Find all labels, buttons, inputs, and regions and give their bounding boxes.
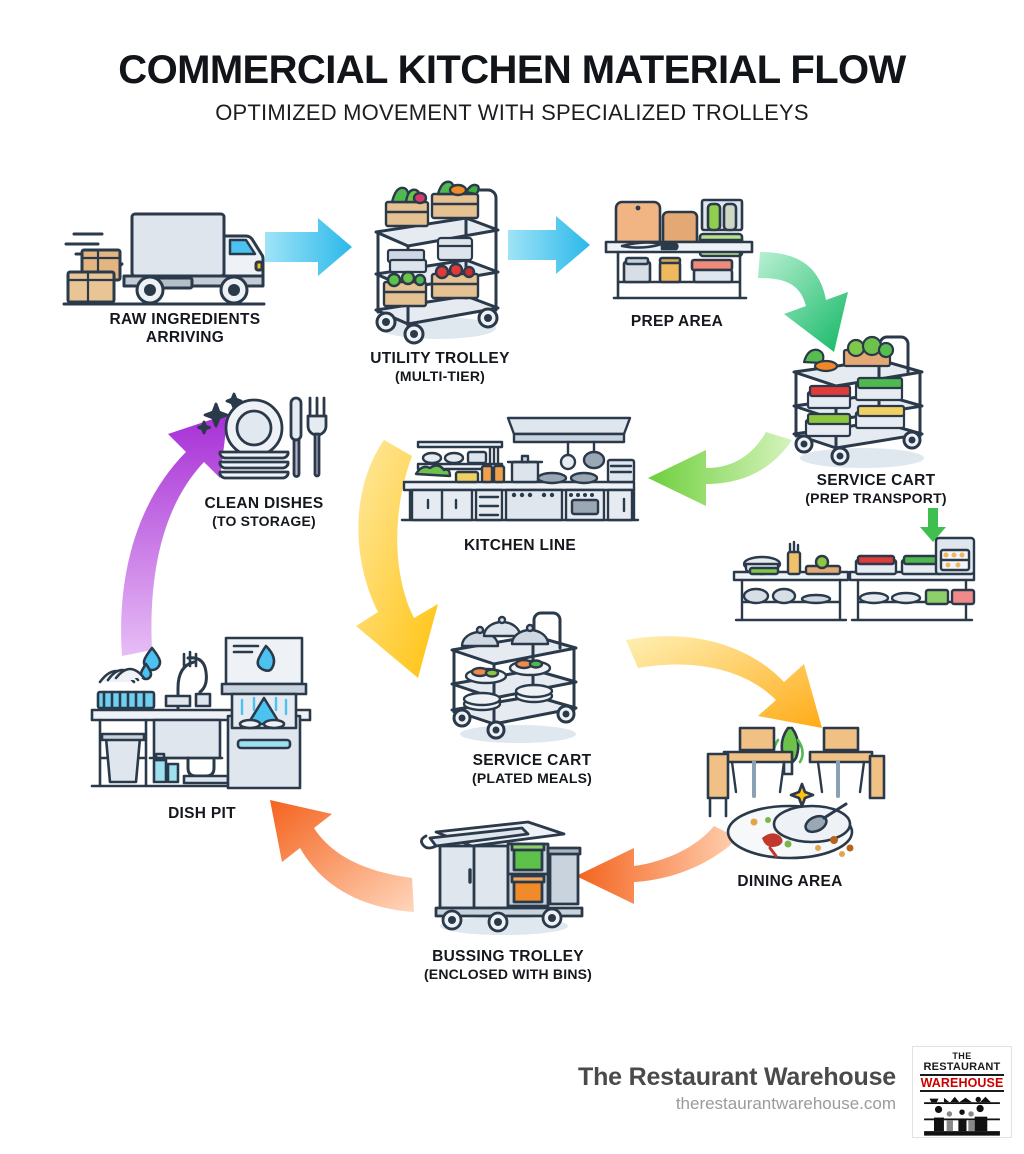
service-cart-plated-illustration: [438, 606, 598, 746]
page-subtitle: OPTIMIZED MOVEMENT WITH SPECIALIZED TROL…: [215, 100, 809, 125]
arrow-line-to-plated-cart: [356, 440, 438, 678]
label-prep-area: PREP AREA: [630, 313, 724, 330]
arrow-trolley-to-prep: [508, 216, 590, 274]
arrow-station-down: [920, 508, 946, 542]
logo-line-restaurant: RESTAURANT: [923, 1061, 1001, 1073]
label-service-cart-prep: SERVICE CART (PREP TRANSPORT): [805, 472, 947, 507]
logo-scene-icon: [922, 1095, 1002, 1137]
brand-logo: THE RESTAURANT WAREHOUSE: [912, 1046, 1012, 1138]
label-dining-area: DINING AREA: [737, 873, 843, 890]
bussing-trolley-illustration: [418, 812, 590, 936]
label-clean-dishes: CLEAN DISHES (TO STORAGE): [204, 495, 324, 530]
label-service-cart-plated: SERVICE CART (PLATED MEALS): [472, 752, 592, 787]
arrow-truck-to-trolley: [265, 218, 352, 276]
label-dish-pit: DISH PIT: [168, 805, 236, 822]
arrow-prep-to-service-cart: [758, 252, 848, 352]
arrow-service-cart-to-line: [648, 432, 792, 506]
arrow-plated-cart-to-dining: [626, 636, 822, 728]
label-utility-trolley: UTILITY TROLLEY (MULTI-TIER): [370, 350, 510, 385]
logo-line-the: THE: [952, 1051, 972, 1061]
kitchen-line-illustration: [398, 404, 640, 528]
arrow-bussing-to-dishpit: [270, 800, 414, 912]
footer-brand: The Restaurant Warehouse: [578, 1063, 896, 1091]
logo-line-warehouse: WAREHOUSE: [919, 1074, 1005, 1093]
clean-dishes-illustration: [197, 386, 328, 488]
label-kitchen-line: KITCHEN LINE: [463, 537, 577, 554]
page-title: COMMERCIAL KITCHEN MATERIAL FLOW: [118, 48, 906, 92]
utility-trolley-illustration: [362, 176, 512, 346]
label-raw-ingredients: RAW INGREDIENTS ARRIVING: [109, 311, 261, 347]
arrow-dishpit-to-clean: [121, 414, 228, 656]
raw-ingredients-truck-illustration: [58, 192, 268, 312]
arrow-dining-to-bussing: [576, 826, 738, 904]
prep-area-illustration: [600, 186, 758, 304]
dish-pit-illustration: [88, 618, 314, 794]
label-bussing-trolley: BUSSING TROLLEY (ENCLOSED WITH BINS): [423, 948, 593, 983]
footer-url[interactable]: therestaurantwarehouse.com: [675, 1094, 896, 1113]
service-cart-prep-illustration: [782, 334, 944, 470]
dining-area-illustration: [692, 712, 886, 864]
prep-stations-illustration: [730, 528, 978, 626]
